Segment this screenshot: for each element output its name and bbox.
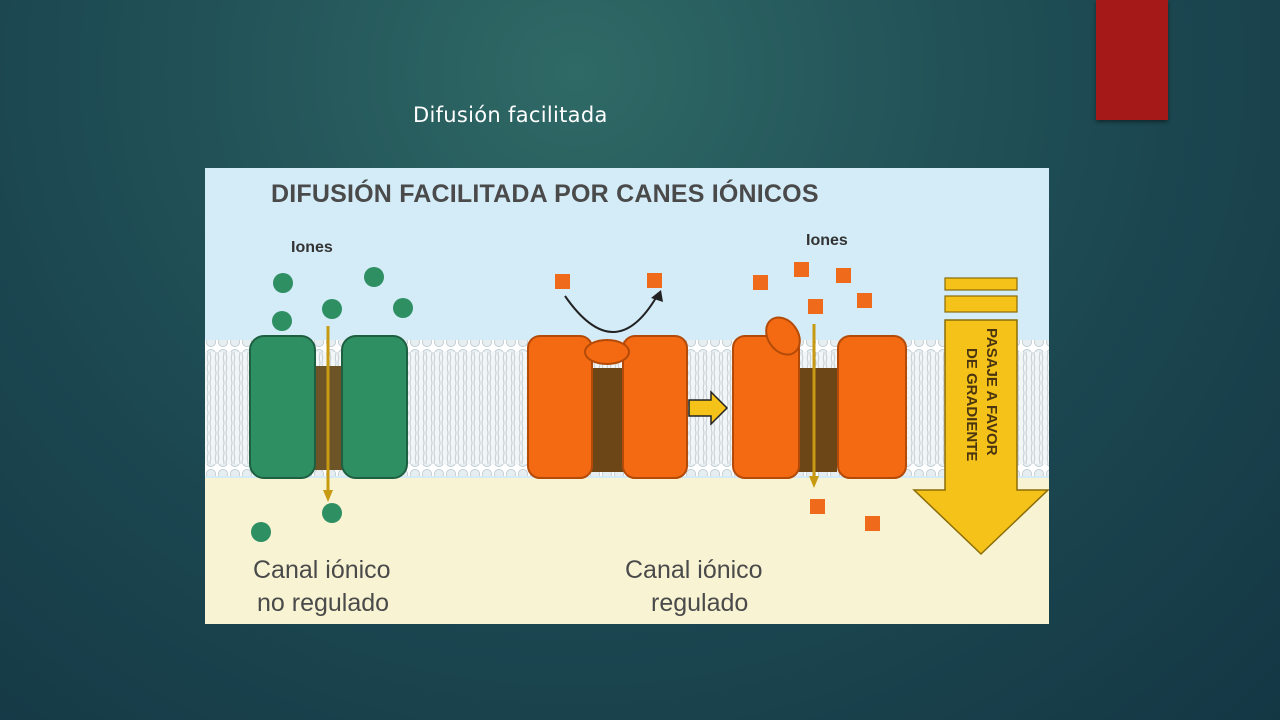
intracellular-area <box>205 478 1049 624</box>
regulated-channel-open <box>732 316 907 488</box>
figure-heading: DIFUSIÓN FACILITADA POR CANES IÓNICOS <box>271 178 819 208</box>
caption-left-line2: no regulado <box>257 589 389 617</box>
accent-tab <box>1096 0 1168 120</box>
green-ions <box>251 267 413 542</box>
transition-arrow <box>688 390 729 426</box>
caption-right-line2: regulado <box>651 589 748 617</box>
regulated-channel-closed <box>527 273 688 479</box>
slide-title: Difusión facilitada <box>413 103 608 127</box>
ions-label-right: Iones <box>806 232 848 249</box>
ions-label-left: Iones <box>291 239 333 256</box>
gradient-arrow-text-2: DE GRADIENTE <box>963 348 980 461</box>
gradient-arrow-text-1: PASAJE A FAVOR <box>983 328 1000 456</box>
diagram-figure: DIFUSIÓN FACILITADA POR CANES IÓNICOS Io… <box>205 168 1049 624</box>
ion-channel-diagram: DIFUSIÓN FACILITADA POR CANES IÓNICOS Io… <box>205 168 1049 624</box>
caption-left-line1: Canal iónico <box>253 556 391 584</box>
orange-ions <box>753 262 880 531</box>
unregulated-channel <box>249 326 408 502</box>
gradient-arrow: PASAJE A FAVOR DE GRADIENTE <box>912 277 1049 556</box>
caption-right-line1: Canal iónico <box>625 556 763 584</box>
